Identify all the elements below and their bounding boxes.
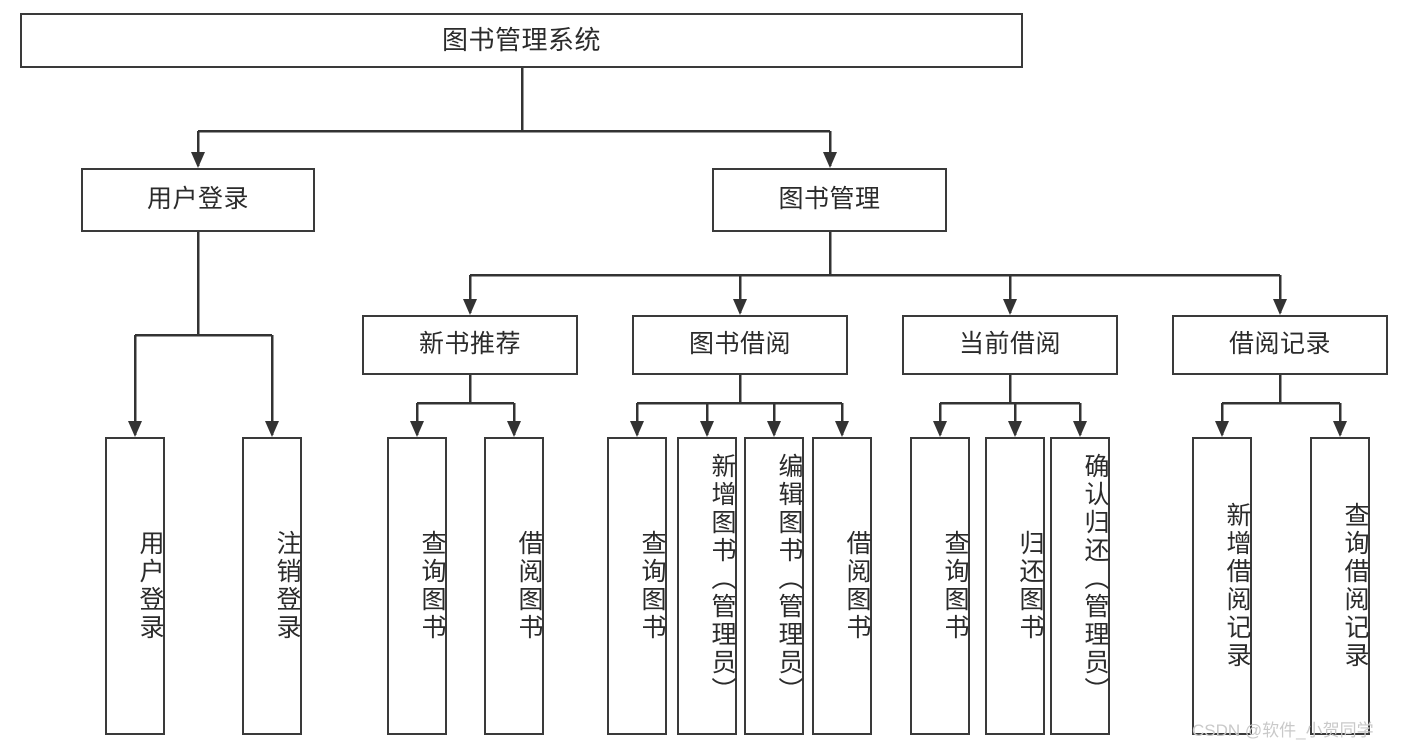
arrowhead-icon xyxy=(1003,299,1017,315)
node-label: 图书管理 xyxy=(778,185,881,214)
arrowhead-icon xyxy=(463,299,477,315)
node-new-book-rec[interactable]: 新书推荐 xyxy=(362,315,578,375)
arrowhead-icon xyxy=(630,421,644,437)
node-label: 归还图书 xyxy=(1016,530,1044,642)
node-label: 确认归还（管理员） xyxy=(1081,453,1109,705)
watermark: CSDN @软件_小贺同学 xyxy=(1192,721,1374,740)
node-label: 编辑图书（管理员） xyxy=(775,453,803,705)
node-label: 图书借阅 xyxy=(688,330,791,359)
node-label: 查询图书 xyxy=(418,530,446,642)
arrowhead-icon xyxy=(265,421,279,437)
node-leaf-rec-add[interactable]: 新增借阅记录 xyxy=(1192,437,1252,735)
node-leaf-cur-return[interactable]: 归还图书 xyxy=(985,437,1045,735)
node-label: 当前借阅 xyxy=(958,330,1061,359)
arrowhead-icon xyxy=(1215,421,1229,437)
node-label: 新增图书（管理员） xyxy=(708,453,736,705)
node-leaf-borrow-query[interactable]: 查询图书 xyxy=(607,437,667,735)
node-label: 用户登录 xyxy=(146,185,249,214)
node-leaf-rec-borrow[interactable]: 借阅图书 xyxy=(484,437,544,735)
node-root[interactable]: 图书管理系统 xyxy=(20,13,1023,68)
arrowhead-icon xyxy=(128,421,142,437)
node-label: 新增借阅记录 xyxy=(1223,502,1251,670)
node-leaf-user-login[interactable]: 用户登录 xyxy=(105,437,165,735)
arrowhead-icon xyxy=(767,421,781,437)
node-leaf-cur-query[interactable]: 查询图书 xyxy=(910,437,970,735)
node-leaf-user-logout[interactable]: 注销登录 xyxy=(242,437,302,735)
arrowhead-icon xyxy=(823,152,837,168)
node-book-manage[interactable]: 图书管理 xyxy=(712,168,947,232)
node-label: 借阅记录 xyxy=(1228,330,1331,359)
node-user-login[interactable]: 用户登录 xyxy=(81,168,315,232)
node-leaf-borrow-lend[interactable]: 借阅图书 xyxy=(812,437,872,735)
node-leaf-borrow-add[interactable]: 新增图书（管理员） xyxy=(677,437,737,735)
node-leaf-rec-query2[interactable]: 查询借阅记录 xyxy=(1310,437,1370,735)
node-leaf-borrow-edit[interactable]: 编辑图书（管理员） xyxy=(744,437,804,735)
node-label: 用户登录 xyxy=(136,530,164,642)
node-leaf-cur-confirm[interactable]: 确认归还（管理员） xyxy=(1050,437,1110,735)
node-label: 查询借阅记录 xyxy=(1341,502,1369,670)
arrowhead-icon xyxy=(835,421,849,437)
node-label: 查询图书 xyxy=(638,530,666,642)
node-label: 查询图书 xyxy=(941,530,969,642)
arrowhead-icon xyxy=(733,299,747,315)
node-label: 借阅图书 xyxy=(843,530,871,642)
node-label: 注销登录 xyxy=(273,530,301,642)
arrowhead-icon xyxy=(1008,421,1022,437)
node-borrow-record[interactable]: 借阅记录 xyxy=(1172,315,1388,375)
arrowhead-icon xyxy=(410,421,424,437)
node-current-borrow[interactable]: 当前借阅 xyxy=(902,315,1118,375)
arrowhead-icon xyxy=(507,421,521,437)
node-leaf-rec-query[interactable]: 查询图书 xyxy=(387,437,447,735)
arrowhead-icon xyxy=(700,421,714,437)
arrowhead-icon xyxy=(933,421,947,437)
arrowhead-icon xyxy=(1073,421,1087,437)
node-book-borrow[interactable]: 图书借阅 xyxy=(632,315,848,375)
node-label: 新书推荐 xyxy=(418,330,521,359)
arrowhead-icon xyxy=(1273,299,1287,315)
arrowhead-icon xyxy=(191,152,205,168)
arrowhead-icon xyxy=(1333,421,1347,437)
node-label: 借阅图书 xyxy=(515,530,543,642)
node-label: 图书管理系统 xyxy=(441,25,601,56)
